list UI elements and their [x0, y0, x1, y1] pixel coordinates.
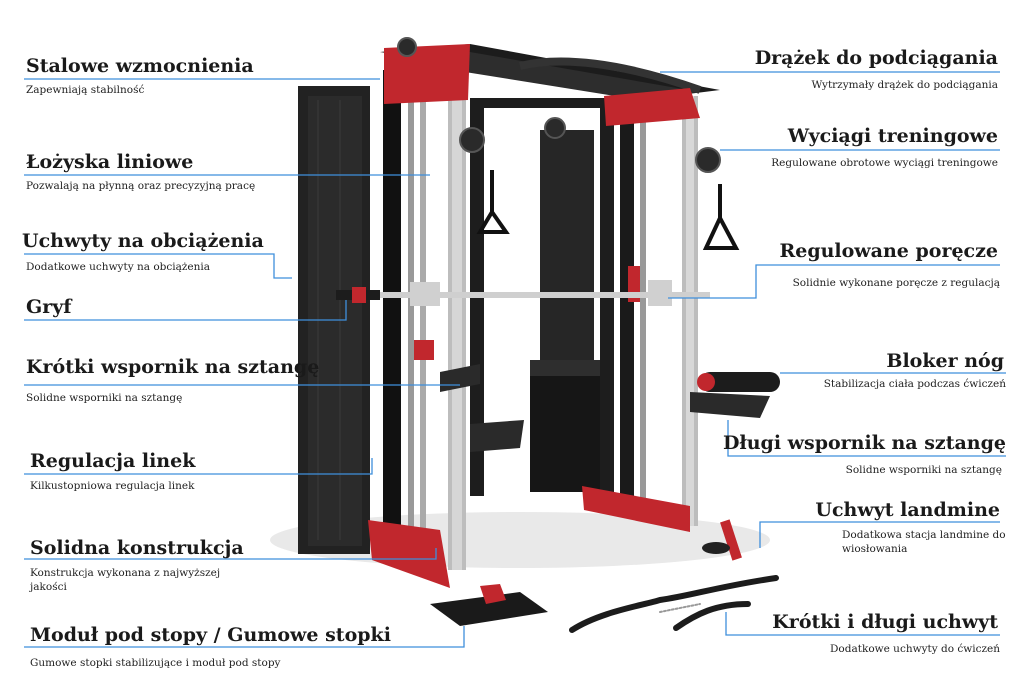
label-title-krotki-i-dlugi-uchwyt: Krótki i długi uchwyt	[772, 611, 998, 633]
label-desc-bloker-nog: Stabilizacja ciała podczas ćwiczeń	[823, 378, 1006, 390]
label-desc-drazek-do-podciagania: Wytrzymały drążek do podciągania	[811, 79, 998, 91]
rear-frame	[470, 98, 614, 498]
label-title-wyciagi-treningowe: Wyciągi treningowe	[787, 125, 998, 147]
label-title-gryf: Gryf	[26, 296, 72, 318]
attachment-bars	[569, 575, 779, 633]
barbell	[336, 280, 710, 306]
label-title-stalowe-wzmocnienia: Stalowe wzmocnienia	[26, 55, 254, 77]
label-desc-lozyska-liniowe: Pozwalają na płynną oraz precyzyjną prac…	[26, 180, 256, 192]
label-desc-modul-pod-stopy: Gumowe stopki stabilizujące i moduł pod …	[30, 657, 281, 669]
label-title-bloker-nog: Bloker nóg	[886, 350, 1004, 372]
label-title-dlugi-wspornik: Długi wspornik na sztangę	[722, 432, 1006, 454]
label-desc-regulacja-linek: Kilkustopniowa regulacja linek	[30, 480, 195, 492]
leg-lock	[697, 372, 780, 392]
left-front-uprights	[383, 70, 466, 570]
landmine	[702, 519, 742, 561]
label-desc-dlugi-wspornik: Solidne wsporniki na sztangę	[845, 464, 1002, 476]
label-title-solidna-konstrukcja: Solidna konstrukcja	[30, 537, 244, 559]
label-title-drazek-do-podciagania: Drążek do podciągania	[754, 47, 998, 69]
label-title-regulacja-linek: Regulacja linek	[30, 450, 196, 472]
label-desc-uchwyty-na-obciazenia: Dodatkowe uchwyty na obciążenia	[26, 261, 211, 273]
right-front-uprights	[620, 96, 698, 526]
label-desc-stalowe-wzmocnienia: Zapewniają stabilność	[26, 84, 145, 96]
pulleys	[397, 37, 721, 173]
foot-plate	[430, 584, 548, 626]
label-title-regulowane-porecze: Regulowane poręcze	[779, 240, 998, 262]
label-desc-krotki-wspornik: Solidne wsporniki na sztangę	[26, 392, 183, 404]
label-title-modul-pod-stopy: Moduł pod stopy / Gumowe stopki	[30, 624, 391, 646]
red-brackets	[368, 44, 700, 588]
label-desc-krotki-i-dlugi-uchwyt: Dodatkowe uchwyty do ćwiczeń	[830, 643, 1000, 655]
label-desc-solidna-konstrukcja: Konstrukcja wykonana z najwyższej jakośc…	[30, 567, 221, 593]
label-title-uchwyt-landmine: Uchwyt landmine	[815, 499, 1000, 521]
label-desc-wyciagi-treningowe: Regulowane obrotowe wyciągi treningowe	[771, 157, 998, 169]
label-title-uchwyty-na-obciazenia: Uchwyty na obciążenia	[22, 230, 264, 252]
leader-lines	[24, 71, 1006, 648]
label-title-lozyska-liniowe: Łożyska liniowe	[26, 151, 194, 173]
label-desc-regulowane-porecze: Solidnie wykonane poręcze z regulacją	[792, 277, 1000, 289]
cable-handles	[476, 170, 740, 250]
label-title-krotki-wspornik: Krótki wspornik na sztangę	[26, 356, 320, 378]
label-desc-uchwyt-landmine: Dodatkowa stacja landmine do wiosłowania	[842, 529, 1006, 555]
